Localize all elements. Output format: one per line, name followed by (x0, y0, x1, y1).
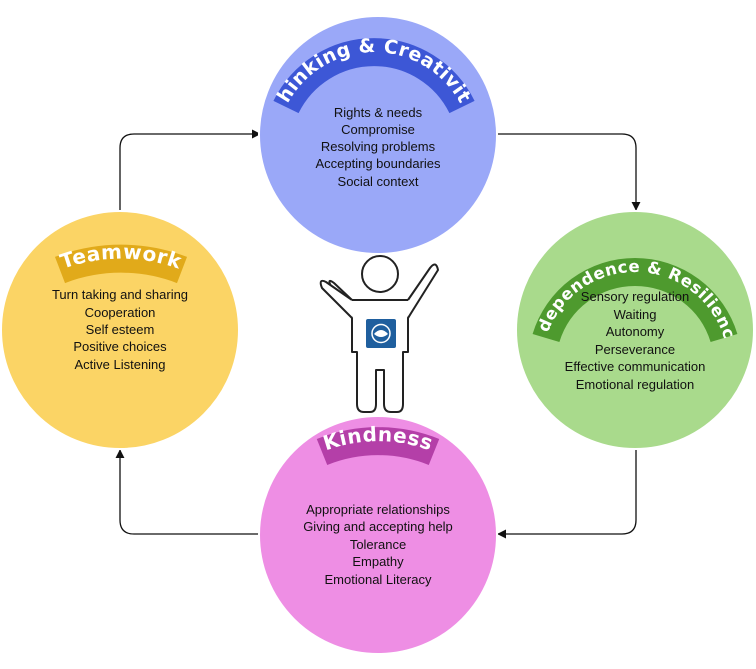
independence-item: Perseverance (595, 342, 675, 357)
independence-item: Autonomy (606, 324, 665, 339)
teamwork-item: Cooperation (85, 305, 156, 320)
arrow-teamwork-to-thinking (119, 129, 261, 210)
kindness-item: Empathy (352, 554, 404, 569)
kindness-circle: Kindness Appropriate relationships Givin… (258, 415, 498, 655)
thinking-item: Social context (338, 174, 419, 189)
independence-item: Effective communication (565, 359, 706, 374)
thinking-creativity-items: Rights & needs Compromise Resolving prob… (315, 105, 441, 189)
kindness-item: Tolerance (350, 537, 406, 552)
arrow-thinking-to-independence (496, 133, 641, 211)
cycle-connectors (115, 129, 641, 539)
independence-item: Waiting (614, 307, 657, 322)
thinking-item: Resolving problems (321, 139, 436, 154)
kindness-item: Emotional Literacy (325, 572, 432, 587)
kindness-items: Appropriate relationships Giving and acc… (303, 502, 453, 587)
teamwork-item: Self esteem (86, 322, 155, 337)
independence-item: Emotional regulation (576, 377, 695, 392)
independence-resilience-items: Sensory regulation Waiting Autonomy Pers… (565, 289, 706, 392)
teamwork-items: Turn taking and sharing Cooperation Self… (52, 287, 188, 372)
kindness-item: Giving and accepting help (303, 519, 453, 534)
thinking-creativity-circle: Thinking & Creativity Rights & needs Com… (0, 0, 498, 255)
independence-item: Sensory regulation (581, 289, 689, 304)
teamwork-item: Turn taking and sharing (52, 287, 188, 302)
teamwork-item: Active Listening (74, 357, 165, 372)
child-figure-icon (319, 255, 439, 413)
kindness-item: Appropriate relationships (306, 502, 450, 517)
arrow-kindness-to-teamwork (115, 449, 260, 535)
teamwork-circle: Teamwork Turn taking and sharing Coopera… (0, 210, 240, 450)
teamwork-item: Positive choices (73, 339, 167, 354)
arrow-independence-to-kindness (497, 450, 637, 539)
thinking-item: Accepting boundaries (315, 156, 441, 171)
thinking-item: Compromise (341, 122, 415, 137)
thinking-item: Rights & needs (334, 105, 423, 120)
